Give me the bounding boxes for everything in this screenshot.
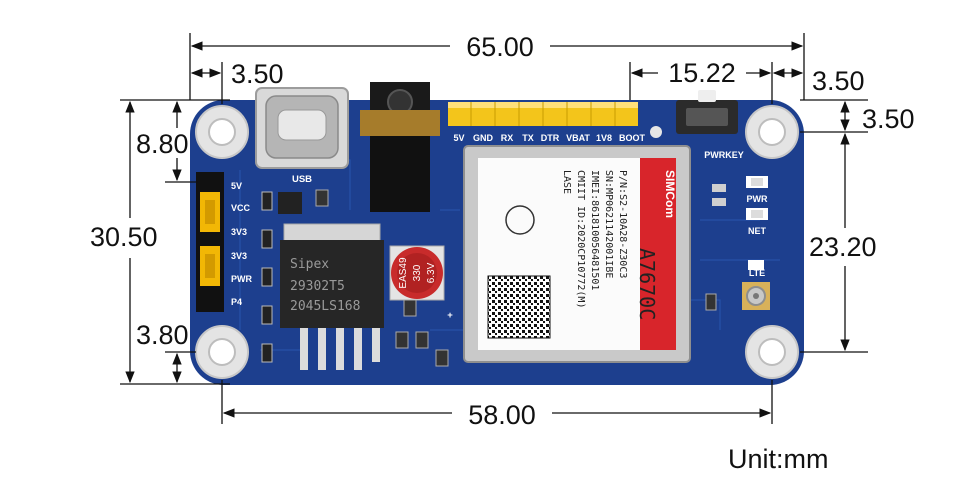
unit-label: Unit:mm xyxy=(728,444,829,474)
audio-jack xyxy=(360,82,440,212)
dimension-total-width xyxy=(189,33,805,100)
jumper-label-vcc: VCC xyxy=(231,203,251,213)
label-right-hole-offset-y: 3.50 xyxy=(862,104,915,134)
pin-header xyxy=(448,102,638,126)
usb-label: USB xyxy=(292,174,312,185)
dimension-hole-spacing xyxy=(221,380,773,424)
simcom-module xyxy=(463,145,691,363)
label-right-hole-offset-x: 3.50 xyxy=(812,66,865,96)
mounting-hole-top-left xyxy=(195,105,249,159)
label-total-width: 65.00 xyxy=(466,32,534,62)
module-brand: SIMCom xyxy=(663,170,677,218)
capacitor-voltage: 6.3V xyxy=(426,262,437,283)
pin-label-5v: 5V xyxy=(453,133,464,143)
pin-label-1v8: 1V8 xyxy=(596,133,612,143)
pin-label-gnd: GND xyxy=(473,133,494,143)
module-pn: P/N:S2-10A28-Z30C3 xyxy=(617,170,628,278)
pwr-led xyxy=(746,176,768,188)
header-pin-labels: 5V GND RX TX DTR VBAT 1V8 BOOT xyxy=(453,133,645,143)
label-hole-spacing: 58.00 xyxy=(468,400,536,430)
jumper-label-p4: P4 xyxy=(231,297,242,307)
dimension-right-hole-offset-y xyxy=(800,99,868,133)
pwrkey-label: PWRKEY xyxy=(704,150,744,160)
voltage-regulator xyxy=(280,223,384,370)
net-led xyxy=(746,208,768,220)
dimension-total-height xyxy=(120,99,230,385)
mounting-hole-bottom-left xyxy=(195,325,249,379)
label-bottom-hole-offset: 3.80 xyxy=(136,320,189,350)
module-brand-group: SIMCom xyxy=(663,170,677,218)
net-led-label: NET xyxy=(748,226,767,236)
regulator-brand: Sipex xyxy=(290,257,329,272)
label-right-span: 23.20 xyxy=(809,232,877,262)
lte-label: LTE xyxy=(749,268,765,278)
regulator-lot: 2045LS168 xyxy=(290,299,360,314)
module-cmiit: CMIIT ID:2020CP10772(M) xyxy=(575,170,586,308)
pin-label-dtr: DTR xyxy=(541,133,560,143)
capacitor-polarity: + xyxy=(447,310,453,321)
electrolytic-capacitor xyxy=(389,245,445,301)
dimension-bottom-hole-offset xyxy=(165,351,196,384)
module-text-lines: P/N:S2-10A28-Z30C3 SN:MP0621142001IBE IM… xyxy=(561,170,628,308)
jumper-label-3v3-b: 3V3 xyxy=(231,251,247,261)
pwrkey-button xyxy=(676,90,738,134)
mounting-hole-top-right xyxy=(745,105,799,159)
label-total-height: 30.50 xyxy=(90,222,158,252)
pin-label-vbat: VBAT xyxy=(566,133,590,143)
jumper-label-5v: 5V xyxy=(231,181,242,191)
resistor xyxy=(712,198,726,206)
regulator-part: 29302T5 xyxy=(290,279,345,294)
resistor xyxy=(712,184,726,192)
dimension-top-to-usb xyxy=(165,100,198,183)
capacitor-value: 330 xyxy=(412,264,423,281)
module-model-group: A7670C xyxy=(635,248,659,320)
module-model: A7670C xyxy=(635,248,659,320)
module-imei: IMEI:861810056481501 xyxy=(589,170,600,290)
dimension-left-hole-offset xyxy=(190,62,223,104)
label-left-hole-offset: 3.50 xyxy=(231,59,284,89)
dimension-pwrkey-offset xyxy=(629,62,773,104)
pin-label-boot: BOOT xyxy=(619,133,646,143)
pin-label-rx: RX xyxy=(501,133,514,143)
jumper-labels: 5V VCC 3V3 3V3 PWR P4 xyxy=(231,181,252,307)
pwr-led-label: PWR xyxy=(747,194,768,204)
module-sn: SN:MP0621142001IBE xyxy=(603,170,614,278)
jumper-block xyxy=(196,172,224,312)
jumper-label-3v3: 3V3 xyxy=(231,227,247,237)
lte-antenna-connector xyxy=(742,260,770,310)
label-top-to-usb: 8.80 xyxy=(136,129,189,159)
capacitor-series: EAS49 xyxy=(398,257,409,289)
usb-c-connector xyxy=(255,87,349,169)
label-pwrkey-offset: 15.22 xyxy=(668,58,736,88)
dimension-right-span xyxy=(800,132,868,353)
mounting-hole-bottom-right xyxy=(745,325,799,379)
module-lase: LASE xyxy=(561,170,572,194)
pin-label-tx: TX xyxy=(522,133,534,143)
capacitor-markings: EAS49 330 6.3V xyxy=(398,257,437,289)
jumper-label-pwr: PWR xyxy=(231,274,252,284)
boot-pad xyxy=(650,126,662,138)
